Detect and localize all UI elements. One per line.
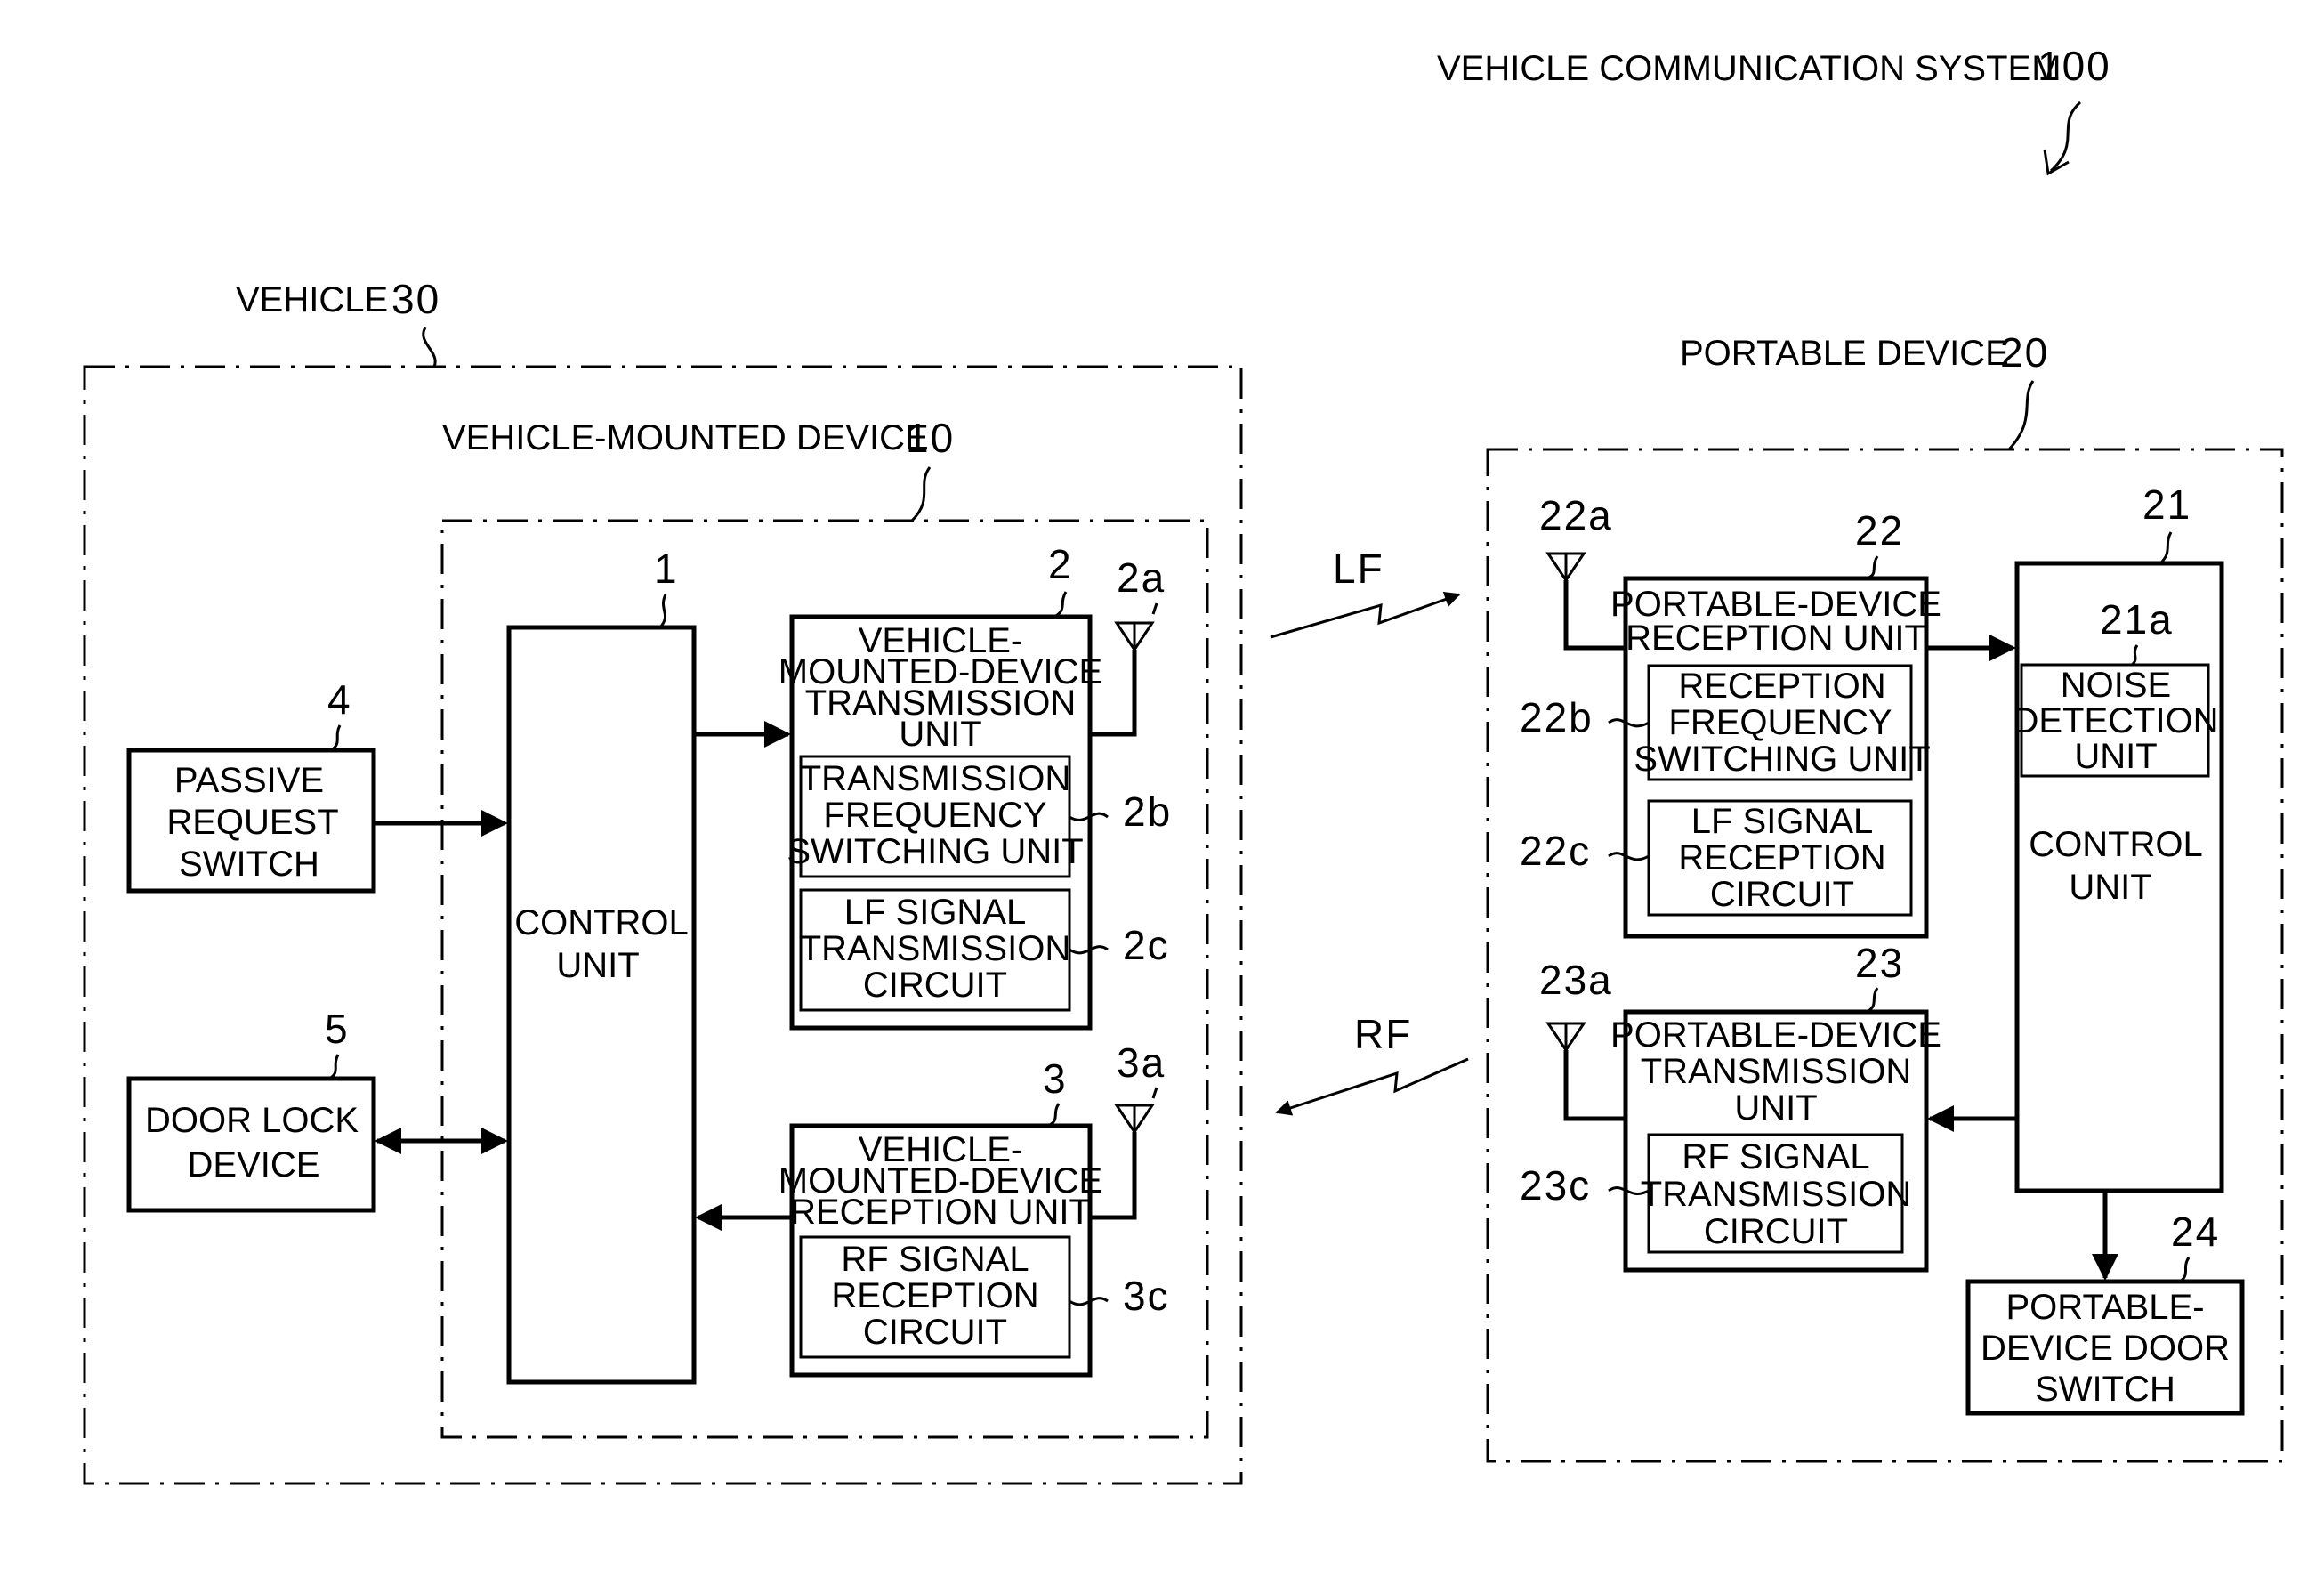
pd-tx-line2: TRANSMISSION	[1641, 1052, 1911, 1091]
rf-rx-ref: 3c	[1123, 1273, 1170, 1319]
system-ref: 100	[2038, 43, 2111, 89]
antenna-2a-leader	[1153, 603, 1157, 614]
control-unit-1-line2: UNIT	[556, 946, 639, 985]
rf-tx-ref: 23c	[1520, 1162, 1591, 1209]
pd-tx-leader	[1867, 988, 1877, 1012]
lf-signal-label: LF	[1333, 546, 1384, 592]
antenna-23a-feed	[1566, 1050, 1626, 1119]
lf-tx-line2: TRANSMISSION	[800, 929, 1070, 968]
tx-freq-ref: 2b	[1123, 788, 1172, 835]
antenna-2a-icon	[1117, 623, 1152, 650]
door-lock-line2: DEVICE	[188, 1145, 320, 1185]
lf-signal-arrow	[1271, 594, 1459, 637]
control-unit-1-line1: CONTROL	[514, 903, 689, 942]
pd-door-switch-ref: 24	[2171, 1209, 2220, 1255]
lf-tx-line3: CIRCUIT	[863, 966, 1007, 1005]
lf-tx-line1: LF SIGNAL	[844, 893, 1027, 932]
vm-tx-leader	[1054, 592, 1066, 617]
pd-door-switch-line3: SWITCH	[2035, 1370, 2175, 1409]
tx-freq-line1: TRANSMISSION	[800, 759, 1070, 798]
antenna-2a-ref: 2a	[1117, 554, 1166, 601]
vehicle-mounted-device-leader	[912, 467, 930, 521]
vehicle-ref: 30	[391, 276, 440, 322]
antenna-23a-icon	[1548, 1023, 1584, 1050]
vehicle-label: VEHICLE	[236, 280, 388, 319]
vm-rx-leader	[1048, 1104, 1059, 1126]
passive-request-line1: PASSIVE	[174, 761, 324, 800]
control-unit-21-ref: 21	[2142, 481, 2191, 528]
control-unit-1-leader	[660, 594, 666, 627]
rx-freq-leader	[1609, 720, 1649, 726]
vehicle-leader	[424, 327, 435, 367]
portable-device-label: PORTABLE DEVICE	[1680, 334, 2009, 373]
control-unit-21-line2: UNIT	[2069, 868, 2151, 907]
vm-tx-line4: UNIT	[899, 715, 981, 754]
antenna-3a-icon	[1117, 1105, 1152, 1132]
pd-tx-ref: 23	[1855, 940, 1904, 986]
rx-freq-line2: FREQUENCY	[1668, 703, 1892, 742]
rf-tx-line2: TRANSMISSION	[1641, 1175, 1911, 1214]
noise-detection-line1: NOISE	[2061, 666, 2171, 705]
noise-detection-leader	[2132, 645, 2137, 665]
control-unit-21-leader	[2160, 532, 2171, 563]
rf-signal-arrow	[1277, 1059, 1468, 1112]
passive-request-line3: SWITCH	[179, 845, 319, 884]
door-lock-line1: DOOR LOCK	[145, 1101, 359, 1140]
noise-detection-line2: DETECTION	[2013, 701, 2218, 740]
lf-rx-line2: RECEPTION	[1678, 838, 1885, 877]
system-leader	[2051, 102, 2080, 171]
lf-rx-ref: 22c	[1520, 828, 1591, 874]
door-lock-ref: 5	[325, 1006, 350, 1052]
pd-door-switch-line2: DEVICE DOOR	[1981, 1329, 2230, 1368]
vm-tx-ref: 2	[1048, 541, 1073, 587]
rf-rx-line3: CIRCUIT	[863, 1313, 1007, 1352]
tx-freq-line3: SWITCHING UNIT	[787, 832, 1083, 871]
noise-detection-line3: UNIT	[2074, 737, 2157, 776]
antenna-3a-ref: 3a	[1117, 1039, 1166, 1086]
door-lock-device	[129, 1079, 374, 1210]
door-lock-leader	[329, 1055, 338, 1079]
vm-rx-ref: 3	[1043, 1055, 1068, 1102]
lf-rx-line3: CIRCUIT	[1710, 875, 1854, 914]
vm-rx-line3: RECEPTION UNIT	[790, 1193, 1091, 1232]
vehicle-mounted-device-ref: 10	[906, 415, 955, 461]
antenna-22a-ref: 22a	[1539, 492, 1613, 538]
passive-request-ref: 4	[327, 676, 352, 723]
vehicle-mounted-device-label: VEHICLE-MOUNTED DEVICE	[442, 418, 929, 457]
lf-rx-line1: LF SIGNAL	[1691, 802, 1874, 841]
system-label: VEHICLE COMMUNICATION SYSTEM	[1437, 49, 2062, 88]
rx-freq-line1: RECEPTION	[1678, 667, 1885, 706]
passive-request-leader	[331, 725, 340, 750]
control-unit-1	[509, 627, 694, 1382]
antenna-23a-ref: 23a	[1539, 957, 1613, 1003]
rf-rx-line1: RF SIGNAL	[841, 1240, 1029, 1279]
control-unit-1-ref: 1	[654, 546, 679, 592]
rf-rx-line2: RECEPTION	[831, 1276, 1038, 1315]
rx-freq-ref: 22b	[1520, 694, 1594, 740]
rf-tx-line1: RF SIGNAL	[1682, 1137, 1869, 1177]
antenna-22a-icon	[1548, 554, 1584, 580]
noise-detection-ref: 21a	[2100, 596, 2174, 643]
passive-request-line2: REQUEST	[166, 803, 338, 842]
control-unit-21-line1: CONTROL	[2029, 825, 2203, 864]
antenna-3a-leader	[1153, 1088, 1157, 1098]
rf-tx-line3: CIRCUIT	[1704, 1212, 1848, 1251]
portable-device-ref: 20	[2000, 329, 2049, 376]
lf-tx-ref: 2c	[1123, 922, 1170, 968]
pd-door-switch-line1: PORTABLE-	[2005, 1288, 2204, 1327]
pd-tx-line3: UNIT	[1734, 1088, 1817, 1128]
pd-rx-leader	[1867, 556, 1877, 578]
pd-tx-line1: PORTABLE-DEVICE	[1610, 1015, 1941, 1055]
pd-door-switch-leader	[2180, 1257, 2189, 1282]
rx-freq-line3: SWITCHING UNIT	[1634, 740, 1930, 779]
rf-signal-label: RF	[1354, 1011, 1412, 1057]
portable-device-leader	[2009, 381, 2033, 449]
pd-rx-line2: RECEPTION UNIT	[1626, 619, 1926, 658]
pd-rx-ref: 22	[1855, 507, 1904, 554]
lf-rx-leader	[1609, 853, 1649, 860]
tx-freq-line2: FREQUENCY	[823, 796, 1046, 835]
